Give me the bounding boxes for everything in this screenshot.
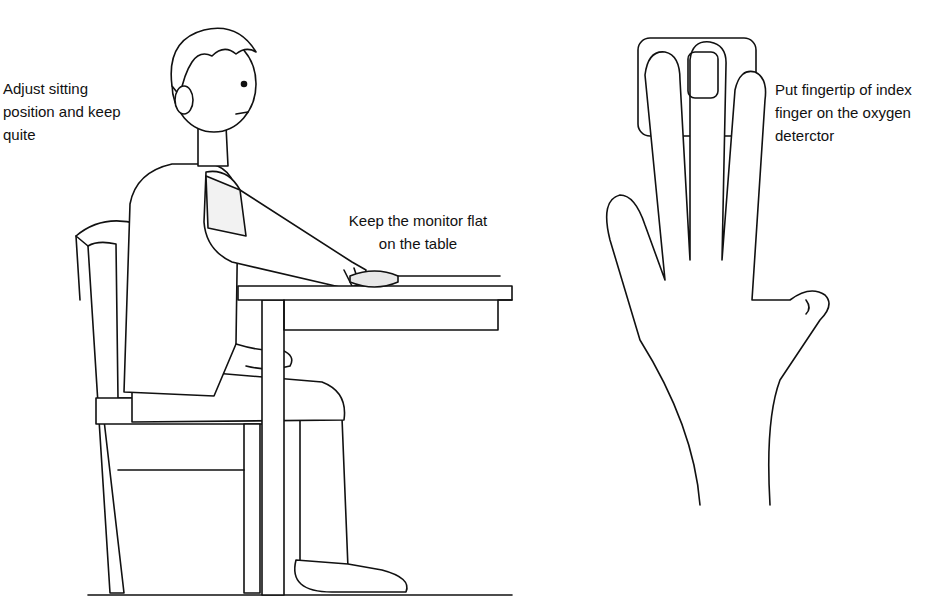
shoe	[295, 560, 407, 592]
arm	[204, 171, 366, 288]
table-leg	[262, 300, 284, 595]
table-top	[238, 286, 512, 300]
chair-rung	[118, 469, 244, 471]
chair-front-leg	[244, 424, 260, 593]
ear	[175, 86, 193, 114]
instruction-label: Put fingertip of index finger on the oxy…	[775, 78, 925, 147]
sensor-window	[688, 52, 718, 98]
leader-line	[398, 275, 500, 277]
instruction-label: Keep the monitor flat on the table	[348, 209, 488, 255]
monitor-device	[350, 271, 398, 287]
chair-back-edge	[76, 236, 80, 300]
table-apron	[284, 300, 512, 330]
mouth	[236, 112, 248, 114]
floor-line	[88, 594, 512, 596]
eye	[242, 82, 247, 87]
lower-leg	[300, 418, 348, 568]
instruction-label: Adjust sitting position and keep quite	[3, 77, 121, 146]
thumb-nail	[806, 300, 809, 314]
cuff	[206, 176, 246, 236]
